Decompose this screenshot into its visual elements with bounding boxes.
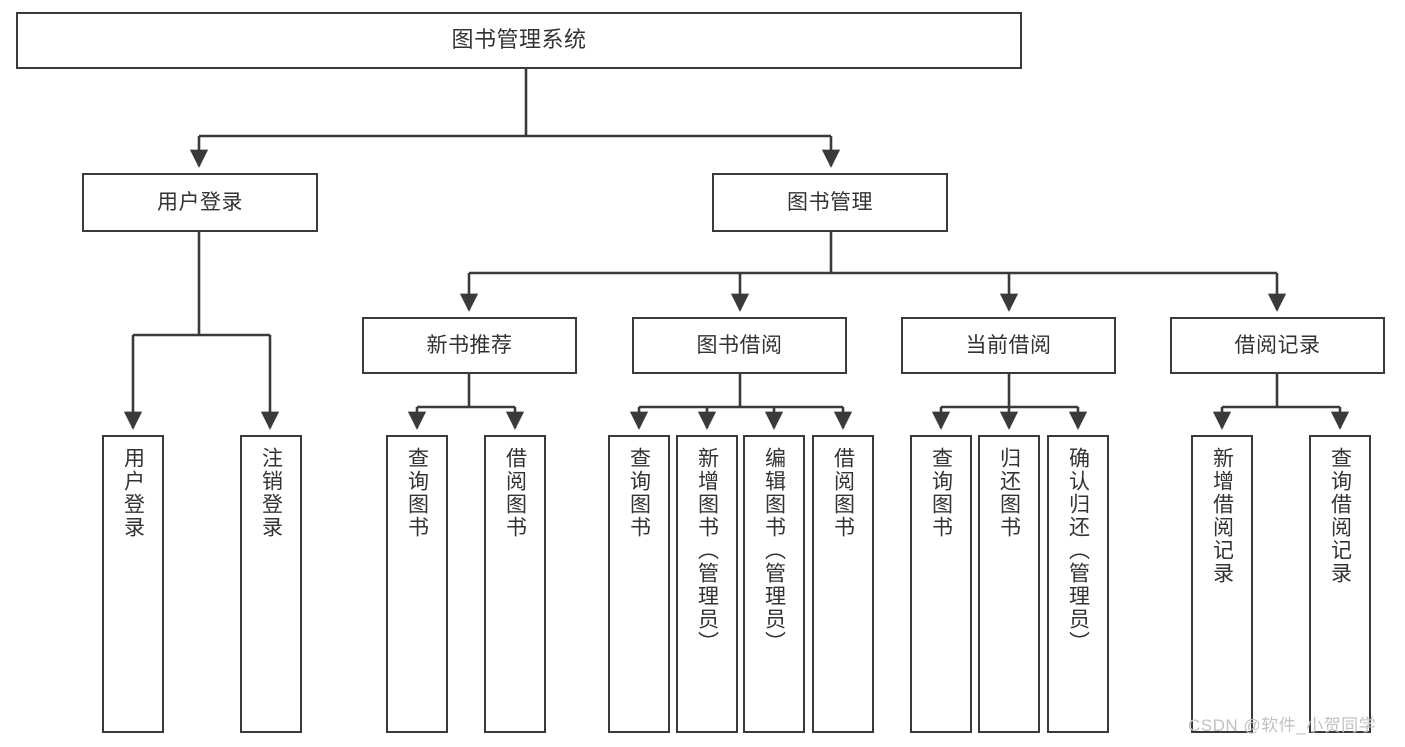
- leaf-query-book-current[interactable]: 查询图书: [910, 435, 972, 733]
- node-label: 查询图书: [929, 447, 953, 539]
- node-label: 借阅图书: [831, 447, 855, 539]
- node-new-book-recommend[interactable]: 新书推荐: [362, 317, 577, 374]
- node-book-management[interactable]: 图书管理: [712, 173, 948, 232]
- node-label: 新增借阅记录: [1210, 447, 1234, 585]
- node-label: 图书管理: [787, 190, 873, 214]
- node-label: 用户登录: [121, 447, 145, 539]
- node-book-borrow[interactable]: 图书借阅: [632, 317, 847, 374]
- leaf-query-book-borrow[interactable]: 查询图书: [608, 435, 670, 733]
- node-label: 查询借阅记录: [1328, 447, 1352, 585]
- node-label: 借阅图书: [503, 447, 527, 539]
- node-label: 当前借阅: [965, 333, 1052, 357]
- node-label: 注销登录: [259, 447, 283, 539]
- node-label: 用户登录: [157, 190, 243, 214]
- node-label: 新书推荐: [426, 333, 513, 357]
- node-label: 编辑图书（管理员）: [762, 447, 786, 654]
- leaf-return-book[interactable]: 归还图书: [978, 435, 1040, 733]
- node-label: 查询图书: [627, 447, 651, 539]
- leaf-logout[interactable]: 注销登录: [240, 435, 302, 733]
- node-label: 查询图书: [405, 447, 429, 539]
- leaf-confirm-return-admin[interactable]: 确认归还（管理员）: [1047, 435, 1109, 733]
- leaf-query-borrow-record[interactable]: 查询借阅记录: [1309, 435, 1371, 733]
- leaf-add-book-admin[interactable]: 新增图书（管理员）: [676, 435, 738, 733]
- leaf-add-borrow-record[interactable]: 新增借阅记录: [1191, 435, 1253, 733]
- node-current-borrow[interactable]: 当前借阅: [901, 317, 1116, 374]
- node-borrow-record[interactable]: 借阅记录: [1170, 317, 1385, 374]
- leaf-query-book-new[interactable]: 查询图书: [386, 435, 448, 733]
- node-label: 归还图书: [997, 447, 1021, 539]
- node-label: 确认归还（管理员）: [1066, 447, 1090, 654]
- leaf-borrow-book[interactable]: 借阅图书: [812, 435, 874, 733]
- leaf-edit-book-admin[interactable]: 编辑图书（管理员）: [743, 435, 805, 733]
- leaf-borrow-book-new[interactable]: 借阅图书: [484, 435, 546, 733]
- node-label: 新增图书（管理员）: [695, 447, 719, 654]
- node-root-system[interactable]: 图书管理系统: [16, 12, 1022, 69]
- node-user-login[interactable]: 用户登录: [82, 173, 318, 232]
- node-label: 图书管理系统: [451, 27, 587, 53]
- leaf-user-login[interactable]: 用户登录: [102, 435, 164, 733]
- node-label: 借阅记录: [1234, 333, 1321, 357]
- node-label: 图书借阅: [696, 333, 783, 357]
